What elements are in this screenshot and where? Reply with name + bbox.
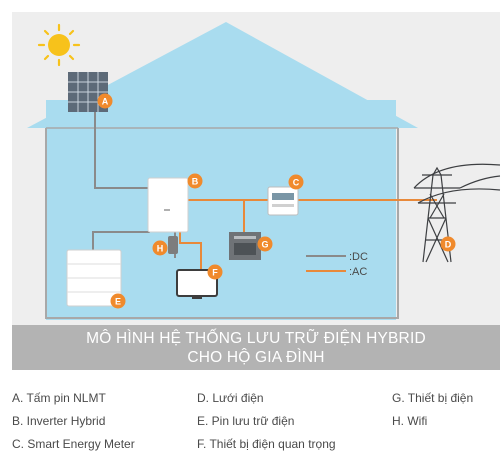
- sun-icon: [37, 23, 81, 67]
- marker-g-label: G: [261, 240, 268, 250]
- legend-item-a: A. Tấm pin NLMT: [12, 391, 106, 405]
- diagram-title-line1: MÔ HÌNH HỆ THỐNG LƯU TRỮ ĐIỆN HYBRID: [86, 330, 426, 347]
- power-grid-tower-icon: [413, 163, 501, 263]
- dc-legend-label: :DC: [349, 251, 368, 263]
- marker-f-label: F: [212, 268, 218, 278]
- marker-d-circle: [440, 236, 456, 252]
- computer-monitor-icon: [176, 269, 218, 299]
- marker-b-label: B: [192, 177, 199, 187]
- legend-item-c: C. Smart Energy Meter: [12, 437, 135, 451]
- legend-item-h: H. Wifi: [392, 414, 428, 428]
- hybrid-system-diagram: :DC :AC A B C D E F G H: [12, 12, 501, 370]
- marker-g-circle: [257, 236, 273, 252]
- legend-item-e: E. Pin lưu trữ điện: [197, 414, 295, 428]
- marker-c-circle: [288, 174, 304, 190]
- appliance-stove-icon: [229, 232, 261, 260]
- marker-d-label: D: [445, 240, 452, 250]
- marker-a-label: A: [102, 97, 109, 107]
- diagram-title-banner: MÔ HÌNH HỆ THỐNG LƯU TRỮ ĐIỆN HYBRID CHO…: [12, 325, 500, 370]
- legend-item-b: B. Inverter Hybrid: [12, 414, 106, 428]
- marker-e-circle: [110, 293, 126, 309]
- diagram-title-line2: CHO HỘ GIA ĐÌNH: [187, 349, 325, 366]
- ac-wiring: [179, 199, 437, 270]
- battery-stack-icon: [66, 249, 122, 307]
- marker-c-label: C: [293, 178, 300, 188]
- hybrid-inverter-icon: [147, 177, 189, 233]
- legend-item-g: G. Thiết bị điện: [392, 391, 474, 405]
- marker-b-circle: [187, 173, 203, 189]
- marker-e-label: E: [115, 297, 121, 307]
- wifi-dongle-icon: [168, 236, 178, 254]
- legend-item-f: F. Thiết bị điện quan trọng: [197, 437, 336, 451]
- house-wall-outline: [45, 128, 399, 319]
- smart-meter-icon: [267, 186, 299, 216]
- marker-f-circle: [207, 264, 223, 280]
- marker-h-circle: [152, 240, 168, 256]
- marker-h-label: H: [157, 244, 164, 254]
- legend-item-d: D. Lưới điện: [197, 391, 264, 405]
- marker-a-circle: [97, 93, 113, 109]
- ac-legend-label: :AC: [349, 266, 367, 278]
